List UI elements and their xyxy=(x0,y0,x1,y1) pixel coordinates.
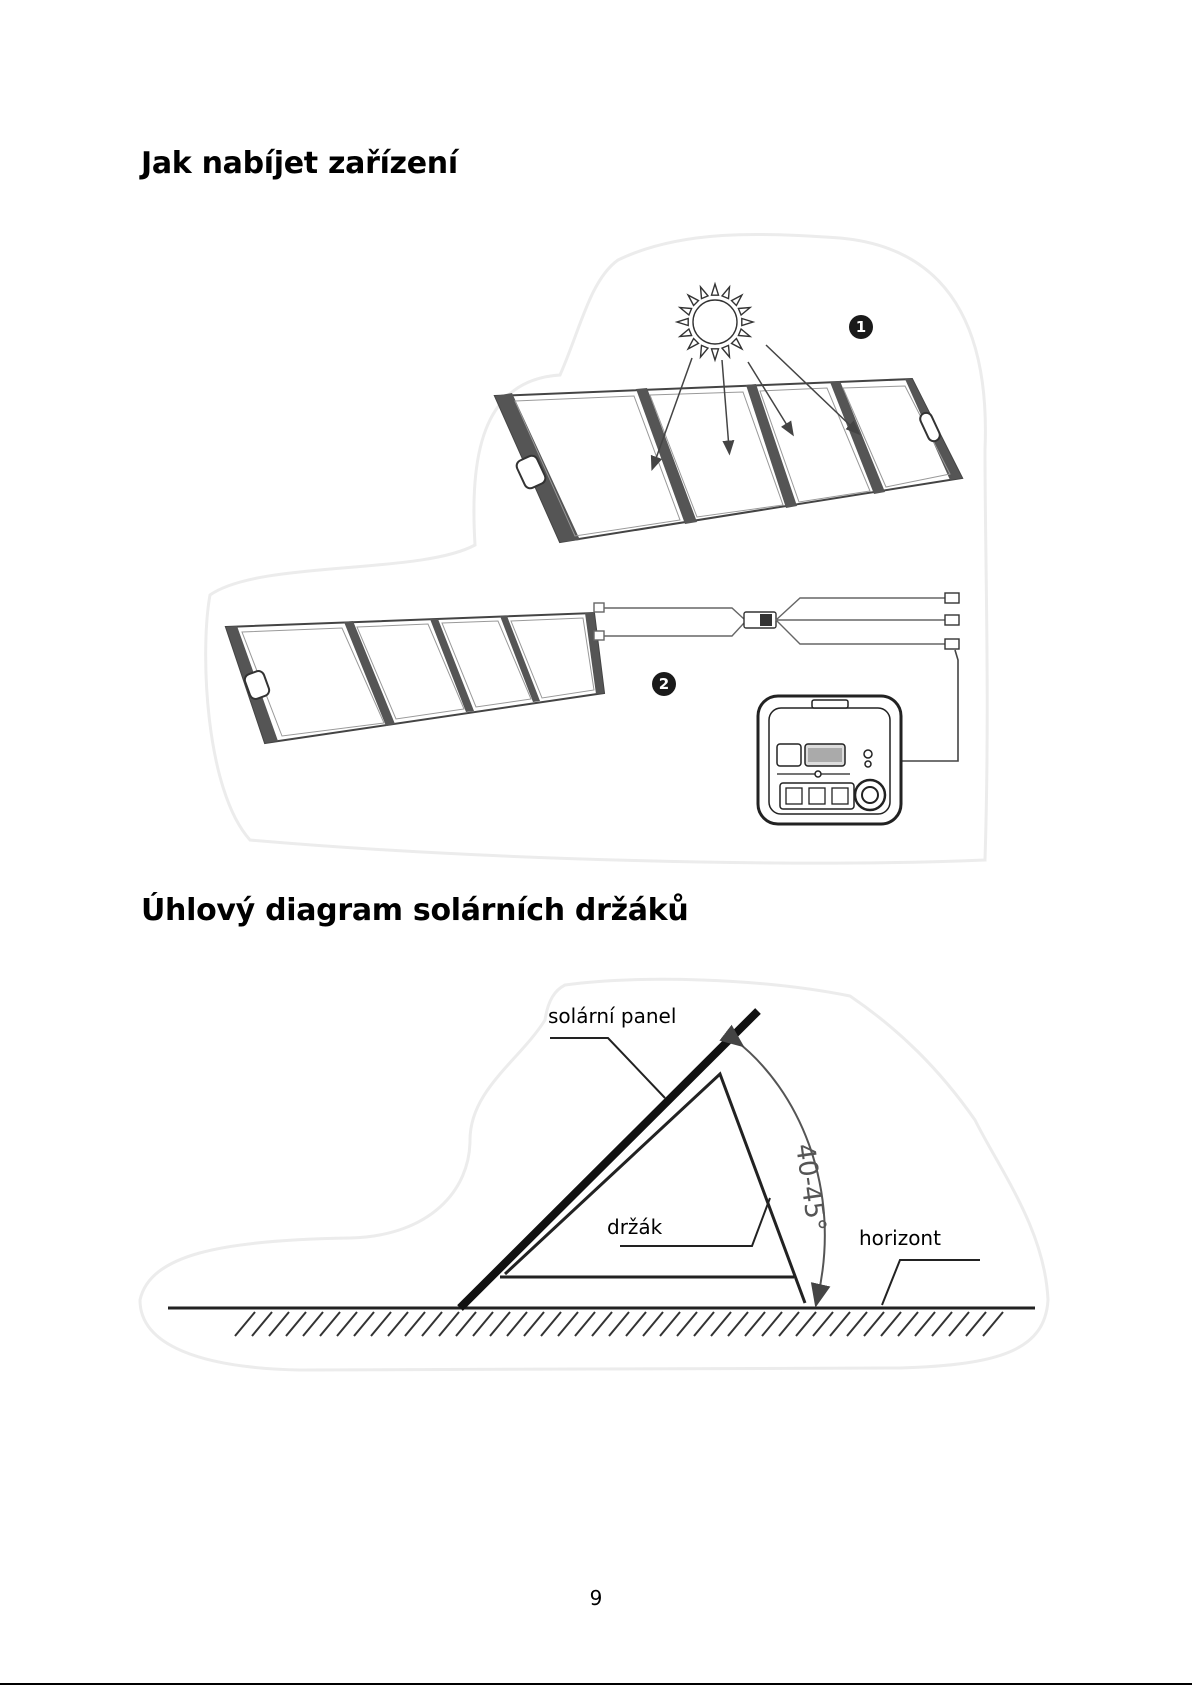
step-badge-2: 2 xyxy=(652,672,676,696)
power-station xyxy=(758,696,901,824)
sun-icon xyxy=(677,284,753,360)
svg-text:2: 2 xyxy=(659,675,669,693)
page-number: 9 xyxy=(0,1586,1192,1610)
label-solar-panel: solární panel xyxy=(548,1004,676,1028)
charging-illustration: 1 2 xyxy=(0,225,1192,865)
section-heading-charging: Jak nabíjet zařízení xyxy=(141,146,458,181)
step-badge-1: 1 xyxy=(849,315,873,339)
label-bracket: držák xyxy=(607,1215,663,1239)
svg-text:1: 1 xyxy=(856,318,866,336)
section-heading-angle: Úhlový diagram solárních držáků xyxy=(141,893,688,928)
angle-diagram: solární panel držák horizont 40-45° xyxy=(0,970,1192,1380)
label-horizon: horizont xyxy=(859,1226,941,1250)
